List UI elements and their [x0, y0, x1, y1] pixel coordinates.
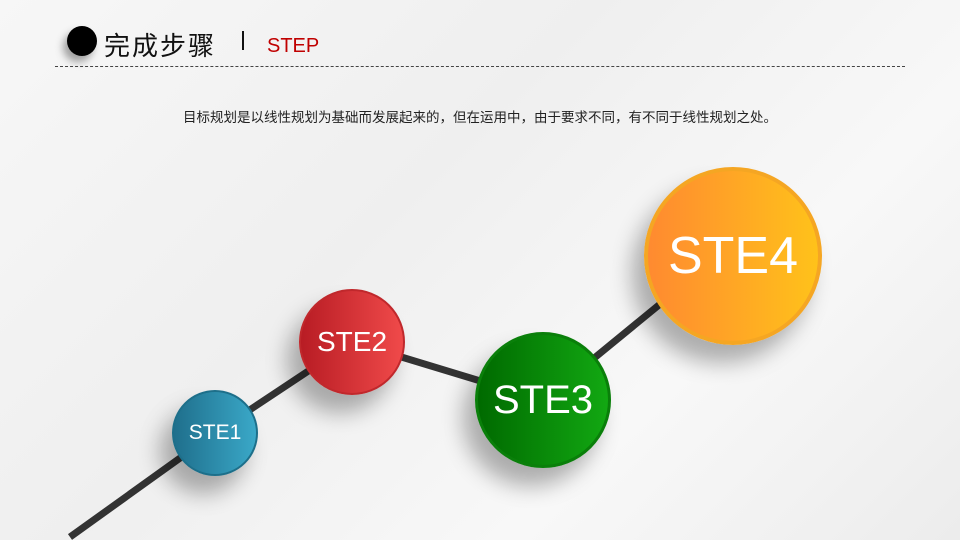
description-text: 目标规划是以线性规划为基础而发展起来的，但在运用中，由于要求不同，有不同于线性规…: [183, 110, 777, 126]
dashed-divider: [55, 66, 905, 67]
step-3-label: STE3: [492, 377, 594, 422]
step-1-circle: STE1: [172, 390, 258, 476]
step-4-label: STE4: [667, 227, 799, 285]
step-2-label: STE2: [316, 326, 388, 357]
bullet-dot-icon: [67, 26, 97, 56]
title-separator: [242, 31, 244, 50]
step-3-circle: STE3: [475, 332, 611, 468]
page-subtitle: STEP: [267, 35, 320, 57]
step-1-label: STE1: [188, 421, 242, 444]
page-title: 完成步骤: [104, 32, 217, 62]
step-2-circle: STE2: [299, 289, 405, 395]
step-4-circle: STE4: [644, 167, 822, 345]
